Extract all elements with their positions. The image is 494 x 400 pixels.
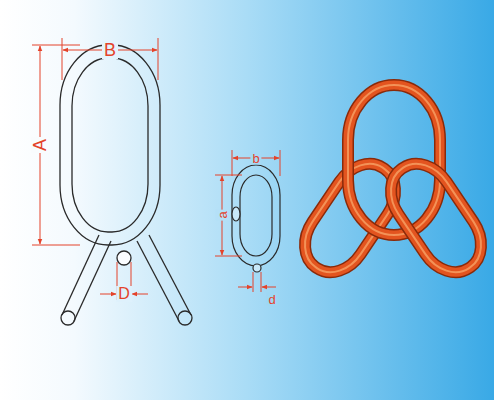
dimension-label: B: [102, 41, 118, 59]
master-link-photo: [292, 85, 493, 284]
dimension-label: a: [216, 209, 229, 220]
dimension-label: b: [250, 152, 261, 165]
master-link-drawing: [60, 45, 192, 325]
dimension-label: d: [266, 293, 277, 306]
small-dimension-lines: [215, 150, 280, 292]
dimension-label: D: [116, 286, 132, 302]
dimension-lines: [32, 38, 158, 300]
dimension-label: A: [31, 137, 49, 153]
